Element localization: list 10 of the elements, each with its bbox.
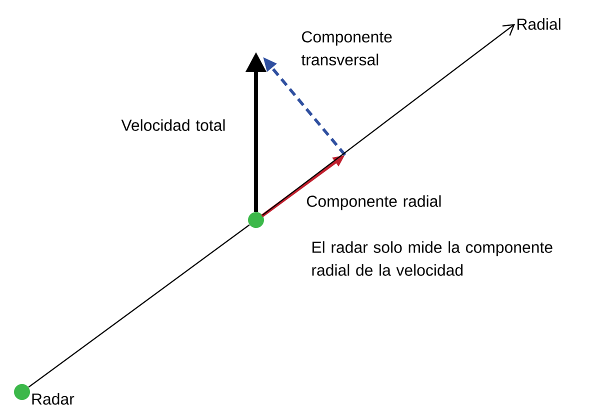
dot [248, 212, 264, 228]
vector-label: Componente radial [307, 195, 441, 210]
vector-label: Componente transversal [301, 31, 392, 66]
node-caption: Radar [32, 393, 74, 405]
dot [14, 384, 30, 400]
note-text: El radar solo mide la componente radial de la velocidad [312, 241, 552, 276]
axis-label: Radial [518, 18, 560, 30]
line [28, 224, 250, 388]
vector-label: Velocidad total [121, 119, 225, 131]
line [262, 24, 515, 216]
